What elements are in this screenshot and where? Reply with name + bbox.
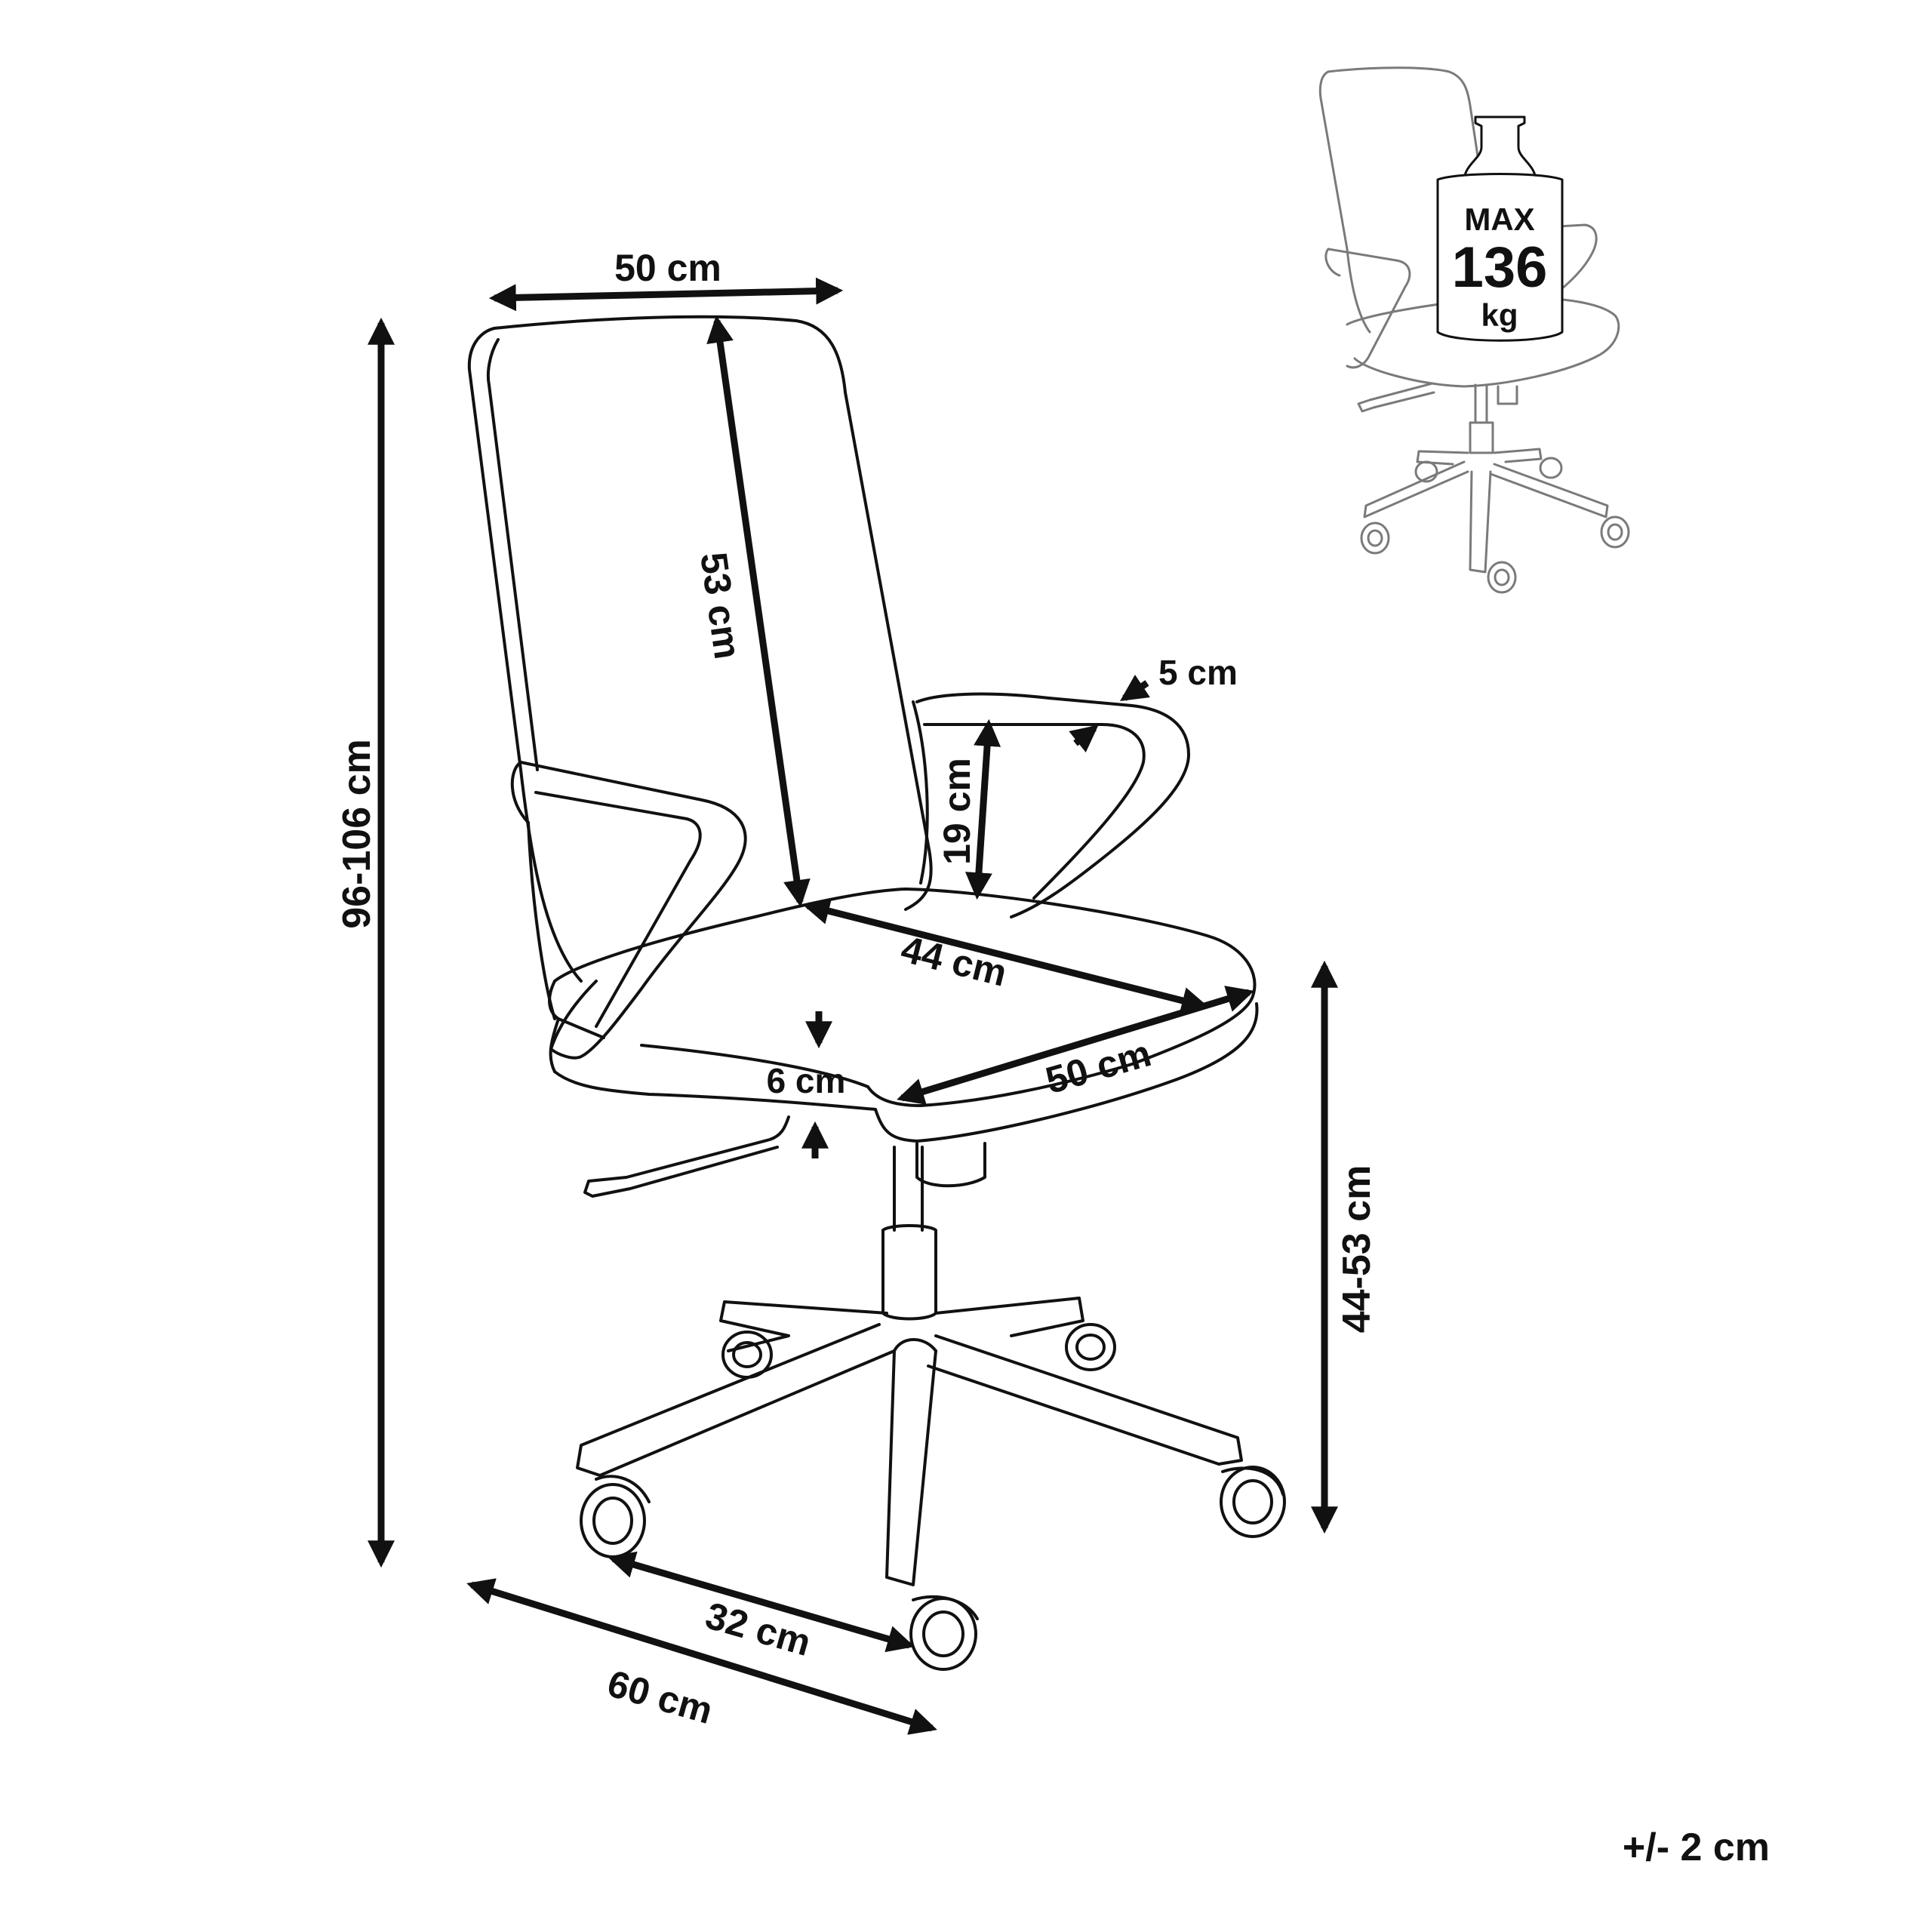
caster-right: [1220, 1466, 1286, 1538]
dimension-arrows: [368, 277, 1338, 1735]
chair-drawing: [467, 315, 1286, 1671]
armrest-height-label: 19 cm: [936, 758, 978, 865]
weight-bottle-icon: [1436, 115, 1564, 342]
seat-height-label: 44-53 cm: [1335, 1165, 1379, 1334]
caster-front: [909, 1595, 979, 1671]
caster-back-left: [721, 1331, 773, 1379]
wheel-spacing-label: 32 cm: [701, 1594, 816, 1664]
caster-back-right: [1065, 1323, 1116, 1371]
max-load-unit: kg: [1481, 297, 1518, 333]
backrest-height-label: 53 cm: [692, 550, 749, 662]
base-width-label: 60 cm: [603, 1662, 718, 1732]
total-height-label: 96-106 cm: [335, 739, 379, 929]
max-load-value: 136: [1452, 235, 1548, 300]
armrest-width-label: 5 cm: [1158, 653, 1238, 692]
max-load-label: MAX: [1464, 202, 1534, 237]
caster-front-left: [580, 1475, 651, 1558]
top-width-label: 50 cm: [614, 247, 721, 289]
max-load-thumbnail: MAX 136 kg: [1318, 66, 1630, 594]
tolerance-note: +/- 2 cm: [1623, 1826, 1770, 1869]
seat-depth-label: 44 cm: [897, 928, 1011, 995]
seat-thickness-label: 6 cm: [767, 1061, 846, 1100]
